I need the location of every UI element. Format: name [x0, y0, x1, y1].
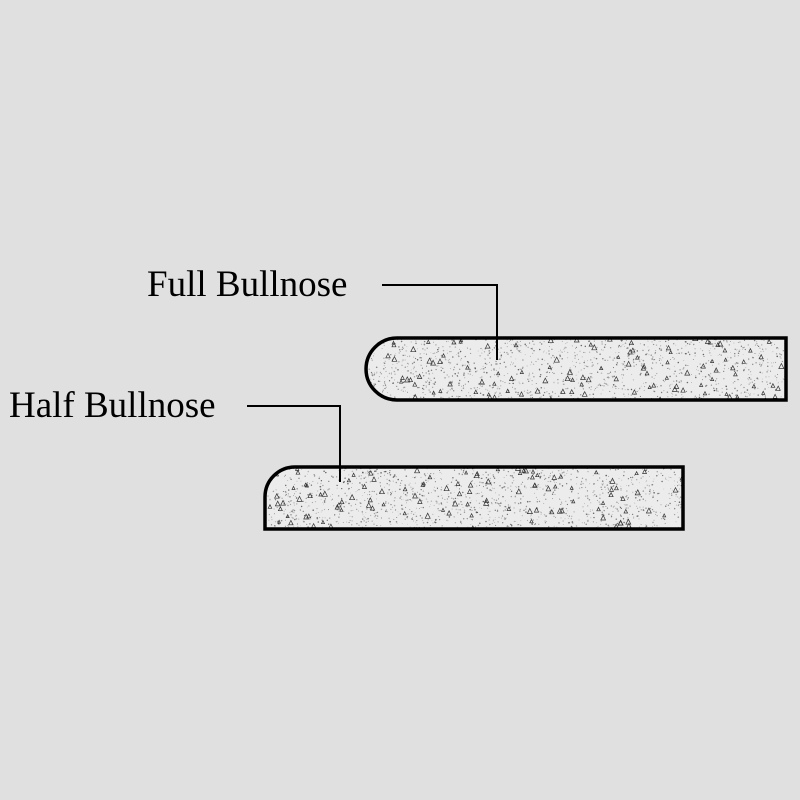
full-bullnose-leader: [382, 284, 498, 360]
half-bullnose-leader: [247, 405, 341, 482]
full-bullnose-outline: [364, 336, 788, 402]
half-bullnose-fill: [265, 467, 683, 529]
full-bullnose-profile: [364, 336, 788, 402]
full-bullnose-texture: [366, 338, 786, 400]
half-bullnose-label: Half Bullnose: [9, 385, 216, 426]
half-bullnose-profile: [263, 465, 685, 531]
half-bullnose-outline: [263, 465, 685, 531]
full-bullnose-label: Full Bullnose: [147, 264, 347, 305]
